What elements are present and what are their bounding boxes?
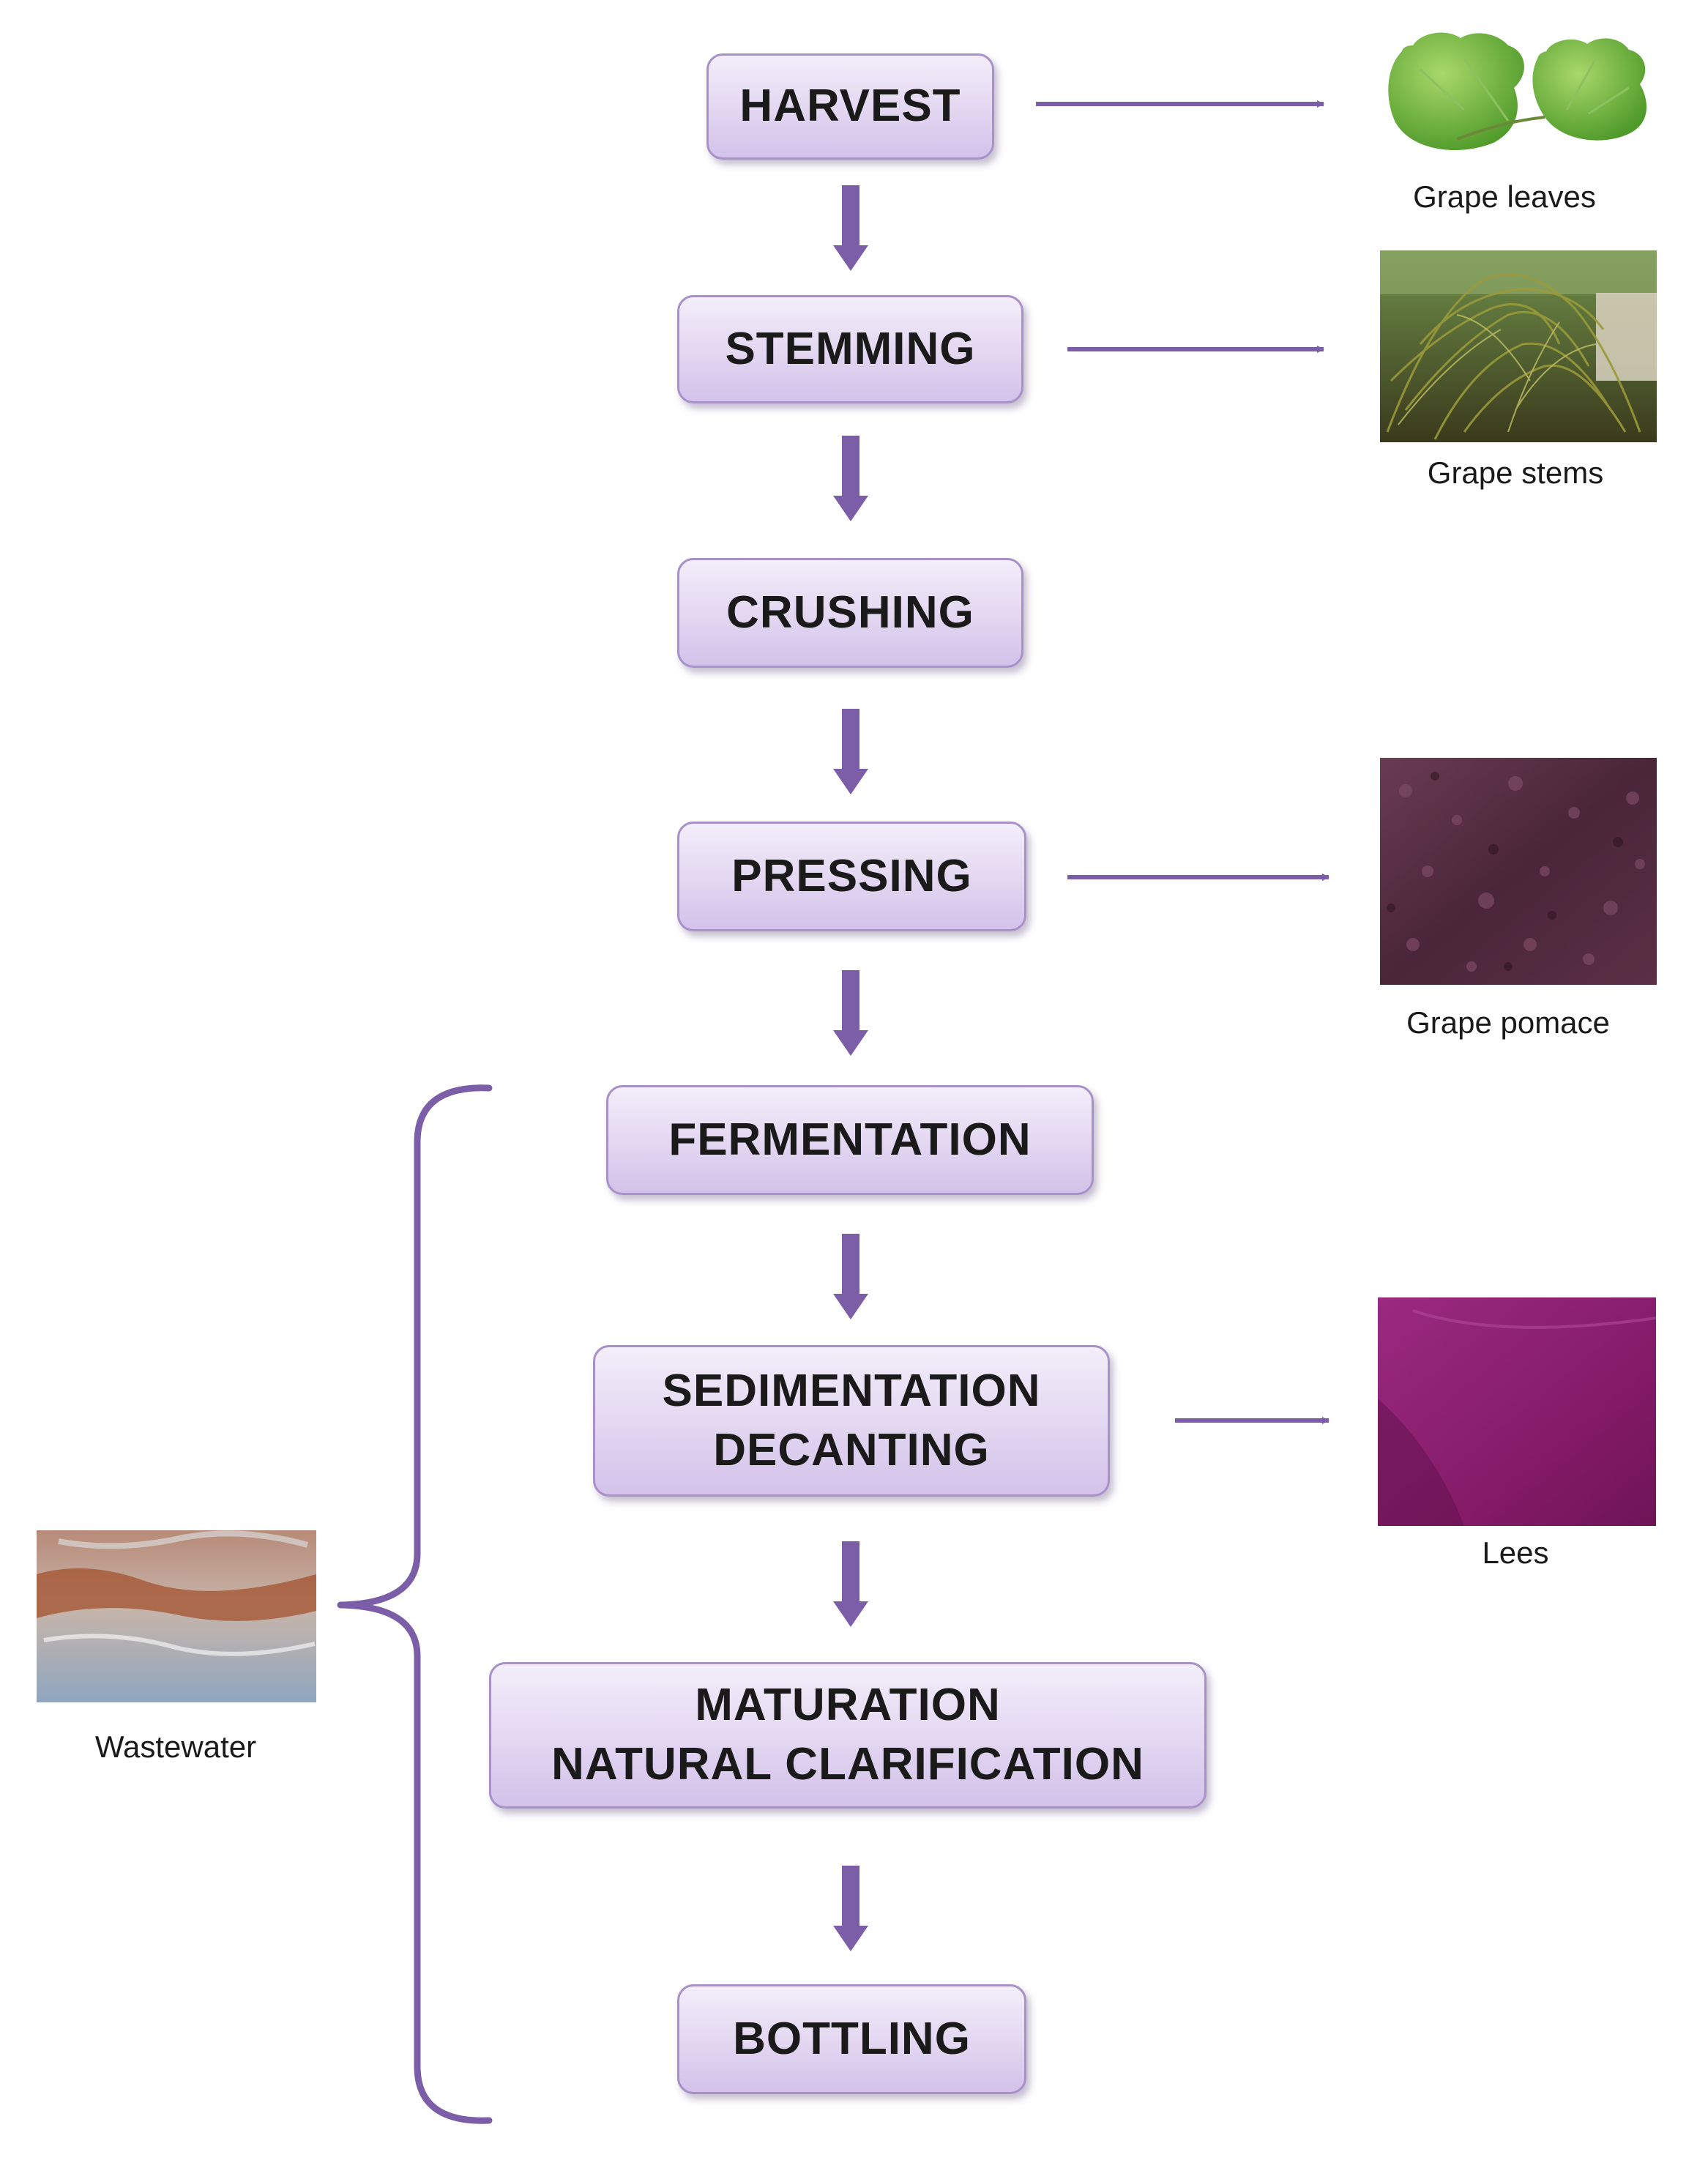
grape-stems-image	[1380, 250, 1657, 442]
grape-stems-caption: Grape stems	[1427, 455, 1604, 490]
step-label: HARVEST	[739, 81, 961, 132]
flow-arrow-3	[833, 709, 868, 794]
grape-leaves-image	[1388, 32, 1647, 150]
step-label: STEMMING	[725, 323, 976, 374]
lees-image	[1378, 1297, 1657, 1526]
step-sedimentation-decanting: SEDIMENTATION DECANTING	[593, 1345, 1110, 1497]
step-label-line-1: SEDIMENTATION	[662, 1365, 1041, 1416]
flow-arrow-6	[833, 1541, 868, 1627]
step-label: CRUSHING	[726, 586, 974, 638]
step-pressing: PRESSING	[677, 822, 1026, 931]
step-label: FERMENTATION	[668, 1114, 1032, 1165]
wastewater-image	[37, 1530, 316, 1702]
step-stemming: STEMMING	[677, 295, 1023, 403]
step-label-line-2: NATURAL CLARIFICATION	[551, 1739, 1144, 1790]
flow-arrow-7	[833, 1866, 868, 1951]
step-harvest: HARVEST	[706, 53, 994, 160]
grape-pomace-image	[1380, 758, 1657, 985]
flow-arrow-1	[833, 185, 868, 271]
step-label: BOTTLING	[733, 2013, 971, 2064]
step-crushing: CRUSHING	[677, 558, 1023, 668]
flow-arrow-5	[833, 1234, 868, 1319]
grape-pomace-caption: Grape pomace	[1406, 1005, 1610, 1040]
lees-caption: Lees	[1482, 1535, 1549, 1570]
step-label: PRESSING	[731, 850, 972, 901]
flow-arrow-4	[833, 970, 868, 1056]
wastewater-caption: Wastewater	[94, 1729, 257, 1764]
step-label-line-1: MATURATION	[695, 1680, 1001, 1731]
step-label-line-2: DECANTING	[713, 1424, 990, 1475]
step-bottling: BOTTLING	[677, 1984, 1026, 2094]
flow-arrow-2	[833, 436, 868, 521]
grape-leaves-caption: Grape leaves	[1413, 179, 1596, 214]
step-maturation-natural-clarification: MATURATION NATURAL CLARIFICATION	[489, 1662, 1207, 1809]
step-fermentation: FERMENTATION	[606, 1085, 1094, 1195]
wastewater-brace	[337, 1084, 493, 2124]
